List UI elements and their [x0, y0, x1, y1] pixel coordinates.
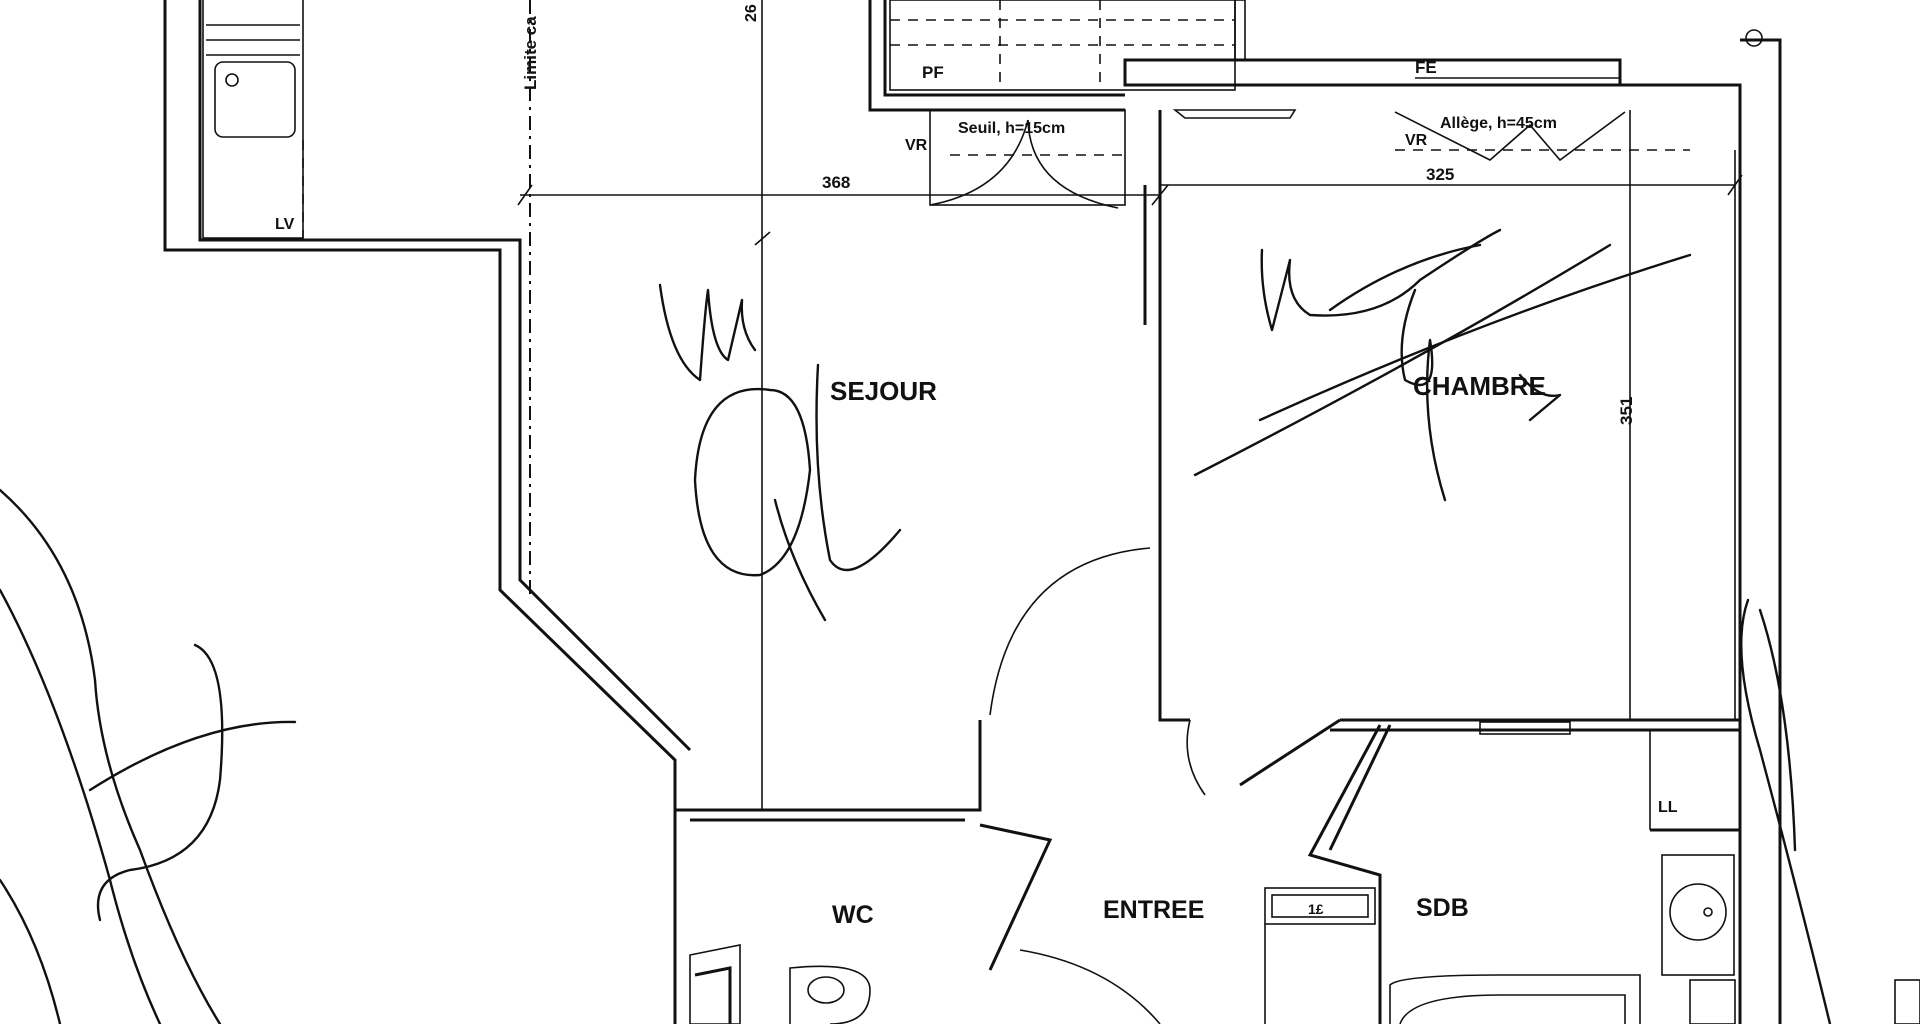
signature-chambre-5: [1258, 253, 1692, 422]
ll-label: LL: [1658, 799, 1678, 816]
chambre-north-wall: [1123, 58, 1622, 87]
sink-drain-icon: [225, 73, 239, 87]
signature-right-1: [1740, 598, 1832, 1024]
east-wall-outer: [1740, 38, 1782, 1024]
washbasin-icon: [1669, 883, 1727, 941]
pf-label: PF: [922, 63, 944, 82]
sdb-west-wall: [1307, 724, 1382, 1024]
kitchen-strip: LV Limite ca: [163, 0, 692, 1024]
ll-box: [1689, 979, 1736, 1024]
sdb-west-wall-inner: [1328, 724, 1392, 851]
signature-stroke: [773, 498, 827, 622]
signature-chambre-1: [1260, 228, 1502, 332]
toilet-bowl-icon: [789, 965, 871, 1024]
seuil-label: Seuil, h=15cm: [958, 120, 1065, 137]
allege-label: Allège, h=45cm: [1440, 115, 1557, 132]
signature-left: [0, 488, 297, 1024]
fridge-label: 1£: [1308, 901, 1324, 917]
vr-right-label: VR: [1405, 132, 1428, 149]
corner-marker-icon: [1745, 29, 1763, 47]
wc-north-wall: [675, 720, 982, 812]
signature-tail: [815, 363, 902, 572]
door-swing-right: [1027, 119, 1119, 209]
signature-right-2: [1758, 608, 1797, 852]
room-label-chambre: CHAMBRE: [1413, 371, 1546, 401]
dim-ticks: [517, 174, 1743, 246]
signature-chambre: [1193, 228, 1692, 502]
cistern-icon: [689, 944, 741, 1024]
signature-chambre-4: [1193, 243, 1612, 477]
signature-left-5: [0, 878, 62, 1024]
sejour-north-wall-inner: [883, 0, 1125, 97]
window-frames: PF FE: [889, 0, 1763, 119]
lv-label: LV: [275, 216, 295, 233]
washbasin-drain-icon: [1703, 907, 1713, 917]
signature-left-4: [96, 643, 224, 922]
fixtures: 1£ LL: [689, 799, 1920, 1024]
structure-walls: [675, 0, 1782, 1024]
wc-door-frame: [979, 823, 1053, 971]
dim-chambre-width: 325: [1426, 165, 1454, 184]
kitchen-sink-icon: [214, 61, 296, 138]
signature-chambre-6: [1518, 373, 1562, 422]
washbasin-box: [1661, 854, 1735, 976]
room-label-wc: WC: [832, 901, 874, 929]
edge-fixture: [1894, 979, 1920, 1024]
fridge-box: [1264, 887, 1376, 925]
hob-lines: [206, 24, 300, 56]
signature-left-2: [0, 588, 162, 1024]
cistern-shadow: [694, 966, 732, 1024]
west-wall-inner: [198, 0, 692, 752]
pf-jamb: [1234, 0, 1246, 61]
doors: Seuil, h=15cm VR VR Allège, h=45cm: [905, 109, 1690, 1024]
signature-initials: [658, 283, 757, 382]
signature-left-3: [88, 720, 297, 792]
signature-loop: [693, 387, 812, 577]
room-label-entree: ENTREE: [1103, 896, 1204, 924]
dim-sejour-width: 368: [822, 173, 850, 192]
sejour-chambre-partition: [1158, 110, 1190, 722]
dimension-lines: 368 325 351 26: [517, 0, 1743, 810]
chambre-door-jamb: [1239, 718, 1341, 787]
bathtub-icon: [1389, 974, 1641, 1024]
room-labels: SEJOUR CHAMBRE WC ENTREE SDB: [830, 371, 1546, 929]
dim-top-partial: 26: [743, 4, 760, 22]
bathtub-inner: [1399, 994, 1626, 1024]
fridge-inner: [1271, 894, 1369, 918]
signature-sejour: [658, 283, 902, 622]
chambre-door-swing: [1186, 719, 1206, 796]
entree-door-swing: [989, 547, 1151, 716]
front-door-swing: [1019, 949, 1161, 1024]
room-label-sdb: SDB: [1416, 894, 1469, 922]
toilet-seat-icon: [807, 976, 845, 1004]
radiator-icon: [1479, 721, 1571, 735]
allege-triangles: [1394, 111, 1626, 162]
signature-left-1: [0, 488, 222, 1024]
signature-right: [1740, 598, 1832, 1024]
door-swing-left: [929, 119, 1029, 206]
vent-grille-icon: [1172, 109, 1297, 119]
east-wall-inner: [1725, 83, 1742, 1024]
room-label-sejour: SEJOUR: [830, 376, 937, 406]
vr-left-label: VR: [905, 137, 928, 154]
counter-outline: [202, 0, 304, 239]
signature-chambre-2: [1328, 243, 1482, 312]
limit-text: Limite ca: [521, 16, 540, 90]
west-wall-outer: [163, 0, 677, 1024]
double-door-frame: [929, 109, 1126, 206]
signature-chambre-3: [1400, 288, 1447, 502]
dim-chambre-depth: 351: [1617, 397, 1636, 425]
fe-label: FE: [1415, 58, 1437, 77]
